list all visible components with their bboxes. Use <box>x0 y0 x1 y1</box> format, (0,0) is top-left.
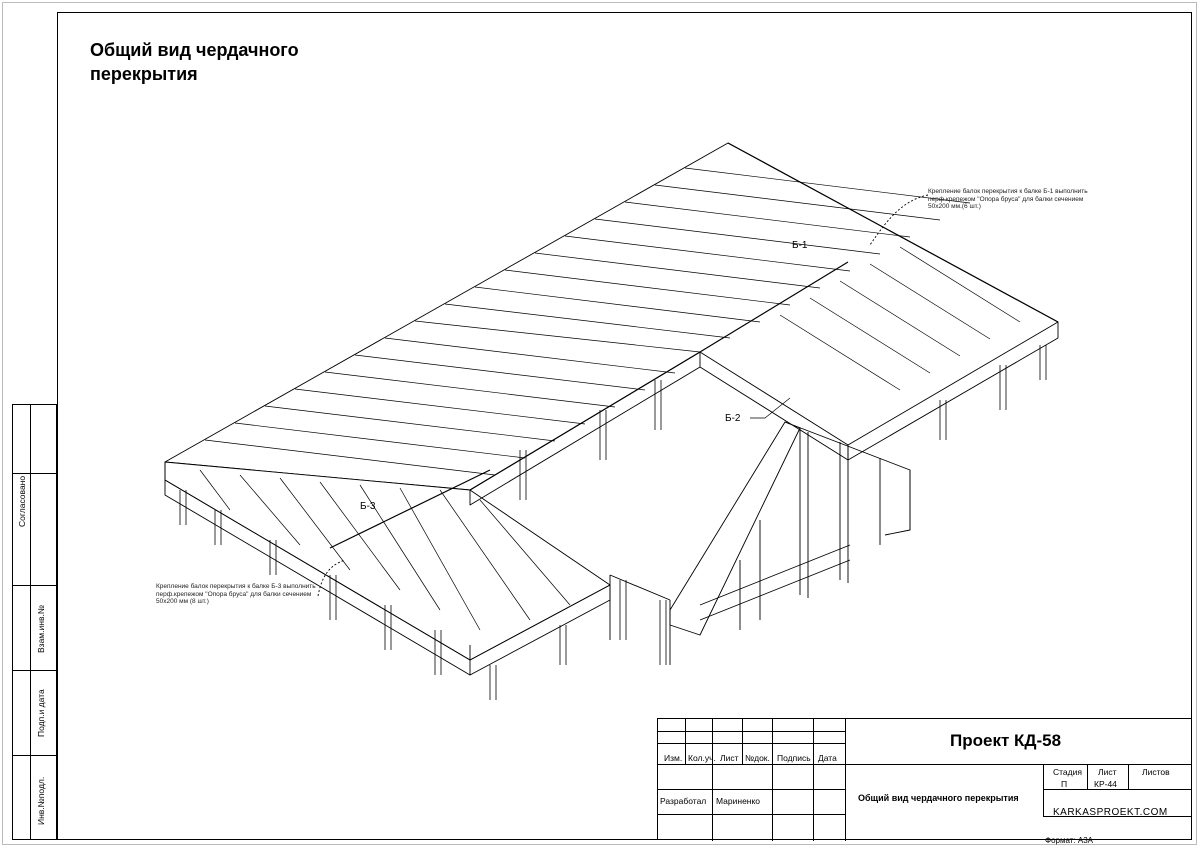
stamp-description: Общий вид чердачного перекрытия <box>858 793 1019 803</box>
side-label-inv-orig: Инв.№подл. <box>36 776 46 825</box>
stamp-header-data: Дата <box>818 753 837 763</box>
leader-line-bottom <box>317 559 346 597</box>
left-wing-joists <box>199 469 571 631</box>
drawing-frame <box>57 12 1192 840</box>
side-label-inv-replace: Взам.инв.№ <box>36 605 46 653</box>
side-label-sign-date: Подп.и дата <box>36 689 46 737</box>
stamp-header-n-dok: №док. <box>745 753 770 763</box>
stamp-website: KARKASPROEKT.COM <box>1053 807 1168 818</box>
stamp-stage-value: П <box>1061 779 1068 789</box>
stamp-header-podpis: Подпись <box>777 753 811 763</box>
stamp-project-title: Проект КД-58 <box>950 731 1062 750</box>
stamp-header-izm: Изм. <box>664 753 683 763</box>
title-line-1: Общий вид чердачного <box>90 40 299 60</box>
side-label-agreed: Согласовано <box>17 475 27 527</box>
leader-line-b2 <box>750 397 791 419</box>
format-label: Формат: А3А <box>1045 836 1093 845</box>
note-top-right: Крепление балок перекрытия к балке Б-1 в… <box>928 188 1088 210</box>
stamp-sheet-label: Лист <box>1098 767 1117 777</box>
side-approval-table: Согласовано Взам.инв.№ Подп.и дата Инв.№… <box>12 404 58 840</box>
stamp-stage-label: Стадия <box>1053 767 1082 777</box>
main-block-joists <box>204 142 1059 549</box>
stamp-header-kol-uch: Кол.уч. <box>688 753 716 763</box>
support-posts <box>179 345 1047 700</box>
right-block-joists <box>779 246 1021 391</box>
leader-line-top <box>869 194 929 246</box>
main-block-outline <box>164 142 1059 491</box>
title-line-2: перекрытия <box>90 64 198 84</box>
left-wing-outline <box>164 461 611 661</box>
stamp-sheets-label: Листов <box>1142 767 1170 777</box>
beam-label-b1: Б-1 <box>792 240 808 251</box>
note-bottom-left: Крепление балок перекрытия к балке Б-3 в… <box>156 583 316 605</box>
stamp-developed-label: Разработал <box>660 796 707 806</box>
gable-wall-frame <box>609 421 911 665</box>
page-title: Общий вид чердачного перекрытия <box>90 38 390 86</box>
beam-label-b3: Б-3 <box>360 501 376 512</box>
beam-label-b2: Б-2 <box>725 413 741 424</box>
stamp-developer-name: Мариненко <box>716 796 761 806</box>
title-block: Изм. Кол.уч. Лист №док. Подпись Дата Раз… <box>657 718 1192 841</box>
stamp-header-list: Лист <box>720 753 739 763</box>
stamp-sheet-value: КР-44 <box>1094 779 1117 789</box>
